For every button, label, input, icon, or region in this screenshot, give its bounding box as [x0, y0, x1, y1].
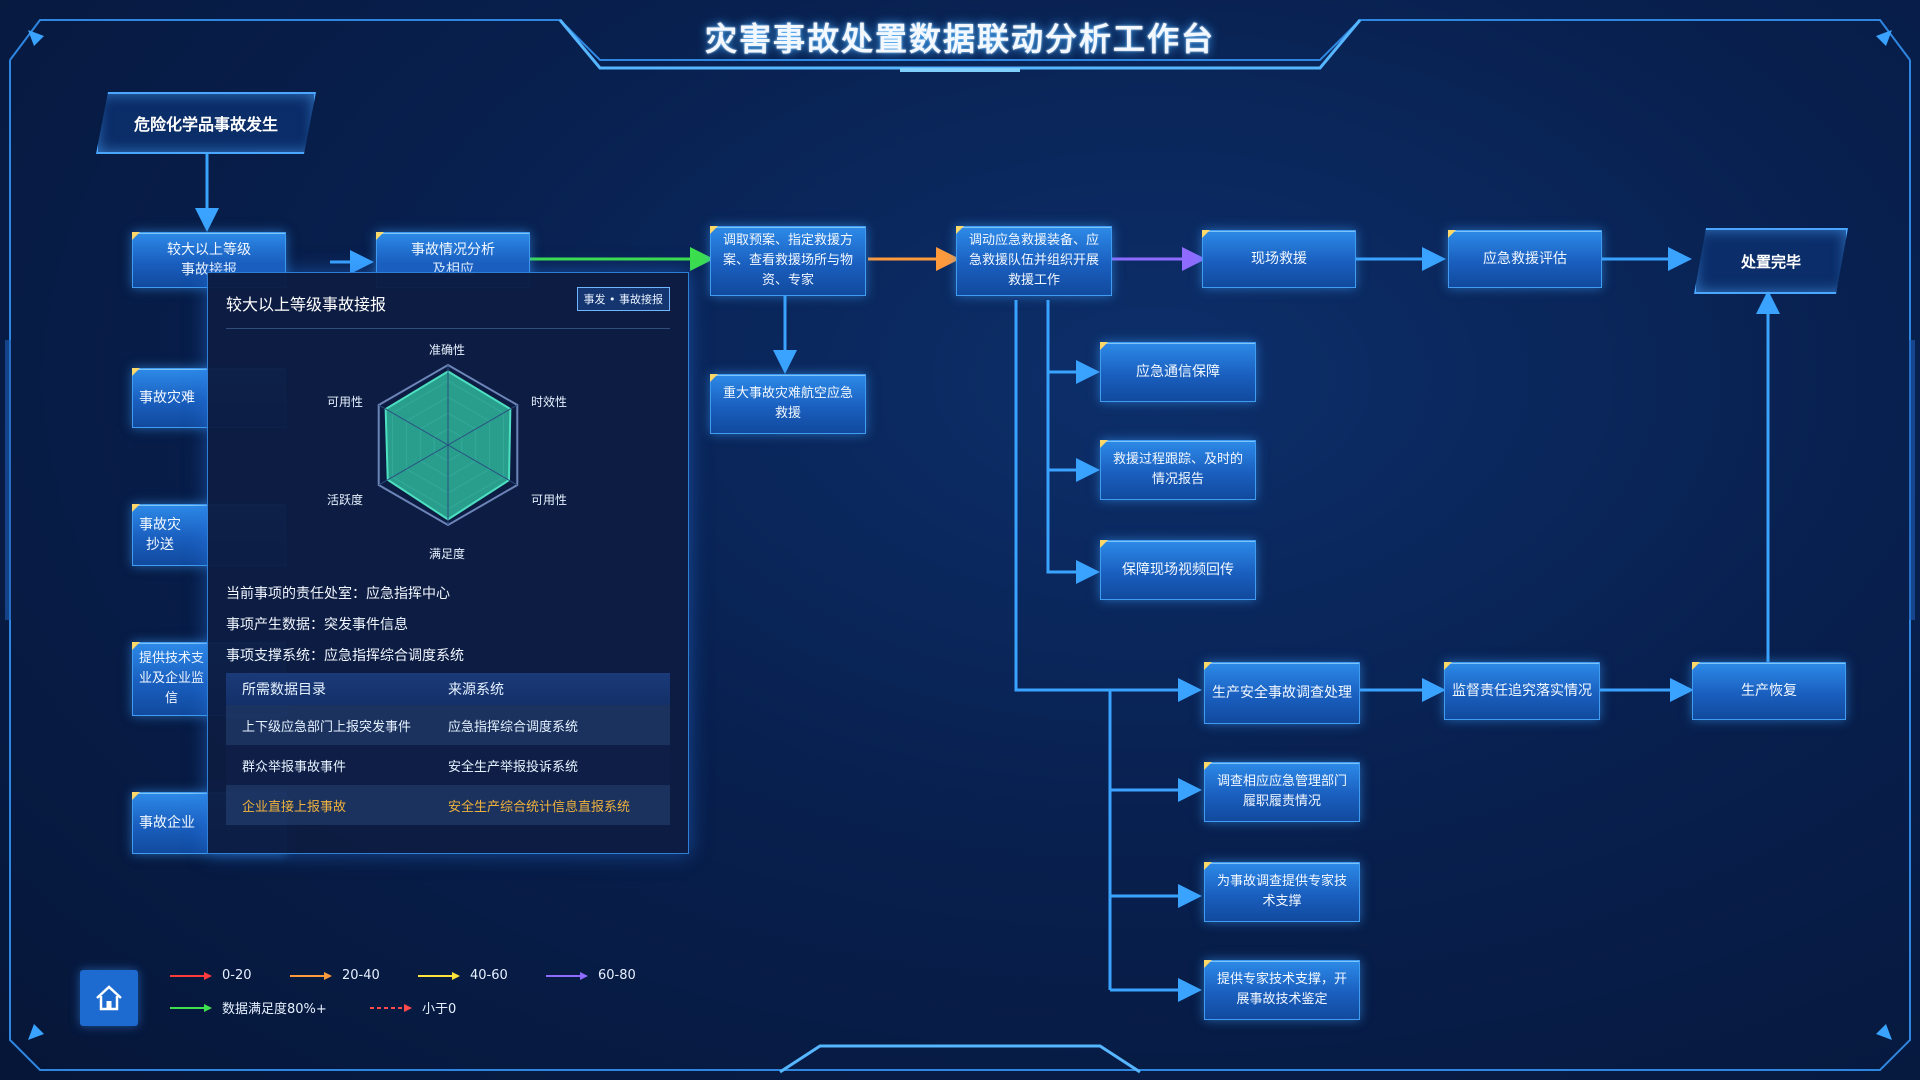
home-button[interactable] — [80, 970, 138, 1026]
node-dispatch-resources[interactable]: 调动应急救援装备、应 急救援队伍并组织开展 救援工作 — [956, 226, 1112, 296]
radar-axis — [447, 444, 518, 486]
radar-label-lower-right: 可用性 — [531, 493, 568, 507]
radar-label-lower-left: 活跃度 — [327, 493, 364, 507]
node-rescue-evaluation[interactable]: 应急救援评估 — [1448, 230, 1602, 288]
legend-item-60-80: 60-80 — [546, 968, 636, 983]
data-info: 事项产生数据：突发事件信息 — [226, 617, 408, 633]
popup-title: 较大以上等级事故接报 — [226, 295, 387, 314]
node-video-feedback[interactable]: 保障现场视频回传 — [1100, 540, 1256, 600]
radar-axis — [378, 444, 449, 486]
node-accountability[interactable]: 监督责任追究落实情况 — [1444, 662, 1600, 720]
radar-chart — [377, 363, 519, 527]
radar-label-bottom: 满足度 — [429, 547, 466, 561]
office-info: 当前事项的责任处室：应急指挥中心 — [226, 586, 450, 602]
radar-label-upper-left: 可用性 — [327, 395, 364, 409]
node-process-tracking[interactable]: 救援过程跟踪、及时的 情况报告 — [1100, 440, 1256, 500]
stage-tag: 事发 • 事故接报 — [576, 287, 670, 311]
table-row[interactable]: 群众举报事故事件 安全生产举报投诉系统 — [226, 745, 670, 785]
radar-label-upper-right: 时效性 — [531, 395, 568, 409]
legend-item-below-zero: 小于0 — [370, 998, 456, 1017]
legend-item-20-40: 20-40 — [290, 968, 380, 983]
legend-item-80-plus: 数据满足度80%+ — [170, 998, 327, 1017]
table-row[interactable]: 上下级应急部门上报突发事件 应急指挥综合调度系统 — [226, 705, 670, 745]
node-expert-support[interactable]: 为事故调查提供专家技 术支撑 — [1204, 862, 1360, 922]
system-info: 事项支撑系统：应急指挥综合调度系统 — [226, 648, 464, 664]
detail-popup: 较大以上等级事故接报 事发 • 事故接报 准确性 时效性 可用性 满足度 活跃度… — [207, 272, 689, 854]
data-catalog-table: 所需数据目录 来源系统 上下级应急部门上报突发事件 应急指挥综合调度系统 群众举… — [226, 673, 670, 825]
table-header: 所需数据目录 来源系统 — [226, 673, 670, 705]
node-site-rescue[interactable]: 现场救援 — [1202, 230, 1356, 288]
radar-axis — [447, 404, 518, 446]
node-duty-investigation[interactable]: 调查相应应急管理部门 履职履责情况 — [1204, 762, 1360, 822]
node-comm-support[interactable]: 应急通信保障 — [1100, 342, 1256, 402]
table-row[interactable]: 企业直接上报事故 安全生产综合统计信息直报系统 — [226, 785, 670, 825]
node-technical-identification[interactable]: 提供专家技术支撑，开 展事故技术鉴定 — [1204, 960, 1360, 1020]
node-accident-investigation[interactable]: 生产安全事故调查处理 — [1204, 662, 1360, 724]
radar-label-top: 准确性 — [429, 343, 466, 357]
node-plan-retrieval[interactable]: 调取预案、指定救援方 案、查看救援场所与物 资、专家 — [710, 226, 866, 296]
legend-item-40-60: 40-60 — [418, 968, 508, 983]
page-title: 灾害事故处置数据联动分析工作台 — [704, 20, 1215, 58]
legend-item-0-20: 0-20 — [170, 968, 252, 983]
home-icon — [96, 985, 122, 1011]
popup-divider — [226, 328, 670, 329]
radar-axis — [378, 404, 449, 446]
node-production-recovery[interactable]: 生产恢复 — [1692, 662, 1846, 720]
end-node[interactable]: 处置完毕 — [1694, 228, 1848, 294]
start-node[interactable]: 危险化学品事故发生 — [96, 92, 316, 154]
node-air-rescue[interactable]: 重大事故灾难航空应急 救援 — [710, 374, 866, 434]
